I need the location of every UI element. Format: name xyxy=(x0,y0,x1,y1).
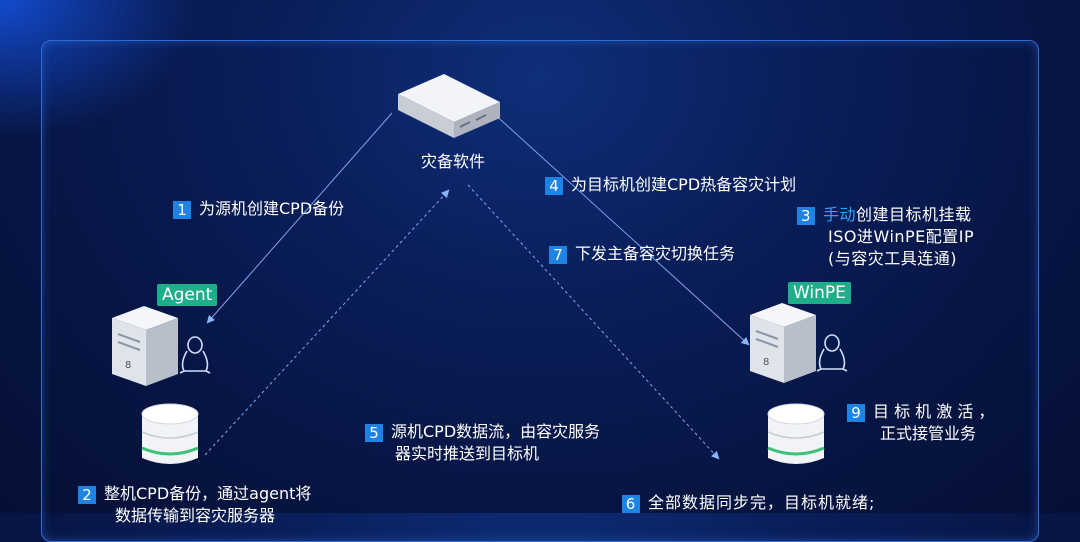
step-text-line2: 数据传输到容灾服务器 xyxy=(115,506,276,525)
step-number: 3 xyxy=(797,206,815,225)
linux-penguin-icon xyxy=(816,334,848,372)
connector-lines xyxy=(204,111,750,460)
step-text: 为源机创建CPD备份 xyxy=(199,199,345,218)
step-accent-text: 手动 xyxy=(823,205,857,224)
step-text: 创建目标机挂载 xyxy=(856,205,972,224)
step-number: 4 xyxy=(545,176,563,195)
step-number: 2 xyxy=(78,485,96,504)
arrow-software-to-target-storage xyxy=(467,184,720,460)
arrow-source-to-software xyxy=(204,189,450,456)
step-number: 1 xyxy=(173,200,191,219)
step-7: 7 下发主备容灾切换任务 xyxy=(549,243,735,265)
step-3: 3 手动创建目标机挂载 ISO进WinPE配置IP (与容灾工具连通) xyxy=(797,204,974,270)
step-text-line2: 器实时推送到目标机 xyxy=(395,444,540,463)
step-text-line3: (与容灾工具连通) xyxy=(828,249,957,268)
server-appliance-icon xyxy=(398,74,500,138)
database-icon xyxy=(767,403,825,464)
linux-penguin-icon xyxy=(179,336,211,374)
arrow-software-to-target xyxy=(491,111,750,346)
step-text: 全部数据同步完，目标机就绪; xyxy=(648,493,876,512)
svg-text:8: 8 xyxy=(125,360,131,371)
step-text-line2: 正式接管业务 xyxy=(880,424,977,443)
step-text: 整机CPD备份，通过agent将 xyxy=(104,484,312,503)
step-5: 5 源机CPD数据流，由容灾服务 器实时推送到目标机 xyxy=(365,421,600,465)
database-icon xyxy=(141,403,199,464)
step-text-line2: ISO进WinPE配置IP xyxy=(828,227,975,246)
step-number: 9 xyxy=(847,403,865,422)
software-label: 灾备软件 xyxy=(421,152,486,171)
step-text: 为目标机创建CPD热备容灾计划 xyxy=(571,175,797,194)
winpe-tag: WinPE xyxy=(788,282,851,304)
tower-server-icon: 8 xyxy=(750,303,816,383)
svg-text:8: 8 xyxy=(763,357,769,368)
step-2: 2 整机CPD备份，通过agent将 数据传输到容灾服务器 xyxy=(78,483,311,527)
agent-tag: Agent xyxy=(157,284,218,306)
step-4: 4 为目标机创建CPD热备容灾计划 xyxy=(545,174,796,196)
step-9: 9 目 标 机 激 活 ， 正式接管业务 xyxy=(847,401,994,445)
step-number: 6 xyxy=(622,494,640,513)
corner-glow xyxy=(0,0,200,140)
step-6: 6 全部数据同步完，目标机就绪; xyxy=(622,492,875,514)
tower-server-icon: 8 xyxy=(112,306,178,386)
step-number: 7 xyxy=(549,245,567,264)
step-text: 源机CPD数据流，由容灾服务 xyxy=(391,422,601,441)
step-text: 目 标 机 激 活 ， xyxy=(873,402,995,421)
arrow-software-to-source xyxy=(206,112,393,324)
step-number: 5 xyxy=(365,423,383,442)
step-1: 1 为源机创建CPD备份 xyxy=(173,198,344,220)
step-text: 下发主备容灾切换任务 xyxy=(575,244,736,263)
